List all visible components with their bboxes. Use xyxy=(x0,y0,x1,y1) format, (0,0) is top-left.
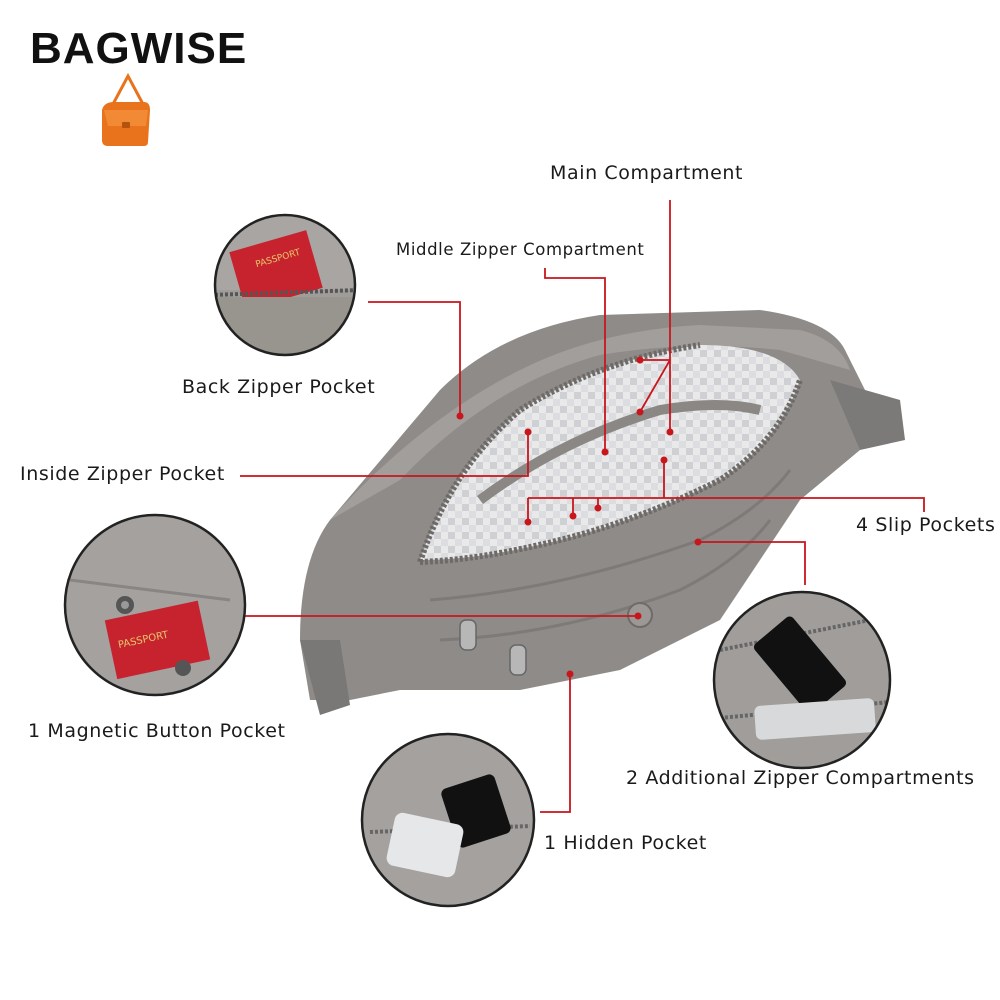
label-middle-zipper-compartment: Middle Zipper Compartment xyxy=(396,240,645,259)
label-hidden-pocket: 1 Hidden Pocket xyxy=(544,832,707,854)
label-back-zipper-pocket: Back Zipper Pocket xyxy=(182,376,376,398)
callout-dots xyxy=(456,356,702,678)
brand-logo: BAGWISE xyxy=(30,24,270,146)
label-magnetic-button-pocket: 1 Magnetic Button Pocket xyxy=(28,720,286,742)
detail-additional-zipper-compartments xyxy=(712,590,892,770)
label-slip-pockets: 4 Slip Pockets xyxy=(856,514,996,536)
label-additional-zipper-compartments: 2 Additional Zipper Compartments xyxy=(626,767,975,789)
callout-lines xyxy=(240,200,925,813)
detail-magnetic-button-pocket: PASSPORT xyxy=(63,513,247,697)
bag xyxy=(300,310,905,715)
label-inside-zipper-pocket: Inside Zipper Pocket xyxy=(20,463,225,485)
shoulder-bag-icon xyxy=(102,72,150,146)
detail-hidden-pocket xyxy=(360,732,536,908)
brand-name: BAGWISE xyxy=(30,24,248,73)
detail-back-zipper-pocket: PASSPORT xyxy=(213,213,357,357)
label-main-compartment: Main Compartment xyxy=(550,162,744,184)
